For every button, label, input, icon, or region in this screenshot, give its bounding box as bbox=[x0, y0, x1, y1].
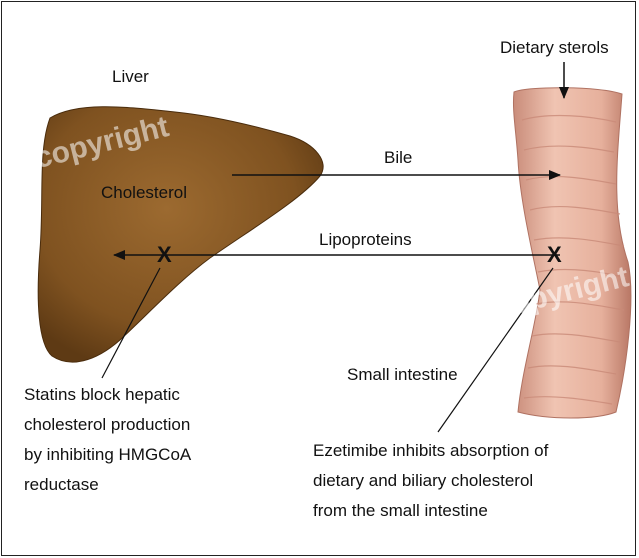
ezetimibe-block-mark: X bbox=[547, 242, 562, 268]
statins-block-mark: X bbox=[157, 242, 172, 268]
bile-label: Bile bbox=[384, 143, 412, 173]
small-intestine-label: Small intestine bbox=[347, 360, 458, 390]
dietary-sterols-label: Dietary sterols bbox=[500, 33, 609, 63]
liver-label: Liver bbox=[112, 62, 149, 92]
cholesterol-label: Cholesterol bbox=[101, 178, 187, 208]
lipoproteins-label: Lipoproteins bbox=[319, 225, 412, 255]
statins-note-line: Statins block hepatic bbox=[24, 380, 191, 410]
intestine-shape bbox=[513, 88, 630, 418]
ezetimibe-note-line: Ezetimibe inhibits absorption of bbox=[313, 436, 548, 466]
statins-note: Statins block hepatic cholesterol produc… bbox=[24, 380, 191, 500]
statins-note-line: cholesterol production bbox=[24, 410, 191, 440]
statins-note-line: reductase bbox=[24, 470, 191, 500]
ezetimibe-note-line: from the small intestine bbox=[313, 496, 548, 526]
ezetimibe-note-line: dietary and biliary cholesterol bbox=[313, 466, 548, 496]
ezetimibe-note: Ezetimibe inhibits absorption of dietary… bbox=[313, 436, 548, 526]
statins-note-line: by inhibiting HMGCoA bbox=[24, 440, 191, 470]
